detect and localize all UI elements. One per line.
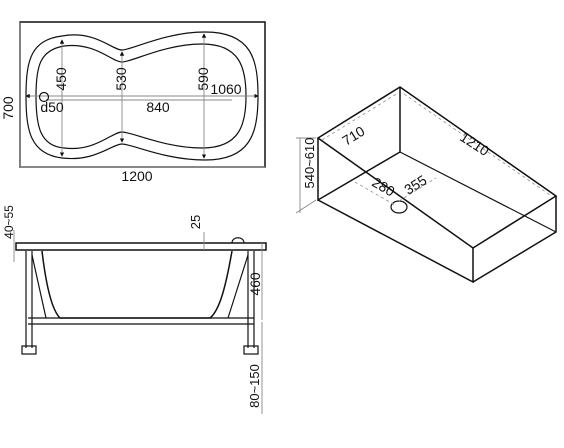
iso-top-face	[316, 86, 558, 249]
label-590: 590	[195, 67, 211, 91]
iso-dim-355	[398, 177, 437, 202]
label-40-55: 40~55	[2, 205, 16, 239]
frame-diag-left	[31, 254, 47, 319]
label-1210: 1210	[457, 129, 492, 159]
label-700: 700	[0, 96, 16, 120]
iso-height-tick-bot	[295, 199, 317, 214]
label-d50: d50	[40, 99, 64, 115]
foot-right	[243, 345, 259, 355]
tub-rim	[15, 242, 267, 251]
iso-right-face	[472, 196, 557, 283]
label-25: 25	[188, 215, 203, 229]
foot-left	[21, 345, 37, 355]
label-840: 840	[146, 99, 170, 115]
label-1200: 1200	[121, 168, 152, 184]
label-1060: 1060	[210, 81, 241, 97]
iso-view: 710 1210 540~610 280 355	[295, 86, 558, 284]
label-355: 355	[401, 172, 429, 198]
label-540-610: 540~610	[302, 138, 317, 189]
overflow-knob	[231, 237, 245, 244]
bowl-outer-rim	[25, 31, 259, 161]
drain-hole	[38, 91, 50, 103]
tub-body	[41, 250, 233, 319]
iso-dim-280	[354, 181, 396, 206]
label-450: 450	[53, 67, 69, 91]
iso-dim-710	[321, 92, 399, 141]
label-460: 460	[247, 272, 263, 296]
frame-diag-right	[227, 254, 249, 319]
label-530: 530	[113, 67, 129, 91]
side-view: 40~55 25 460 80~150	[2, 205, 267, 414]
iso-drain	[390, 200, 408, 214]
iso-hidden-edge-1	[399, 151, 557, 233]
iso-left-face	[317, 87, 401, 202]
label-80-150: 80~150	[247, 364, 262, 408]
top-view: 700 1200 450 530 590 840 1060 d50	[0, 21, 266, 184]
